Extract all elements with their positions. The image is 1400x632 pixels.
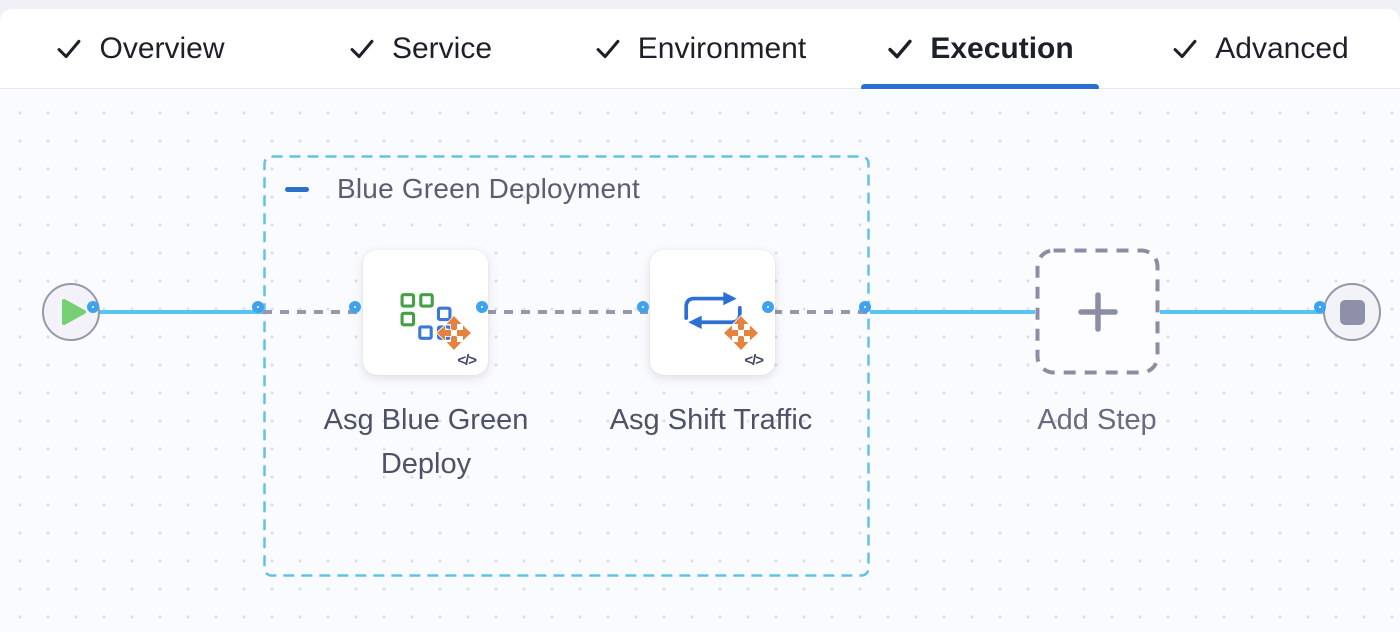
step-group-label: Blue Green Deployment [337, 173, 641, 204]
tab-label: Execution [930, 31, 1074, 65]
add-step-node[interactable] [1035, 248, 1160, 375]
stop-icon [1339, 299, 1365, 325]
step-node-asg-shift-traffic[interactable]: </> [650, 250, 775, 375]
step-label-asg-shift-traffic: Asg Shift Traffic [609, 404, 813, 436]
step-label-asg-blue-green-deploy: Asg Blue Green Deploy [323, 404, 529, 480]
check-icon [596, 39, 620, 58]
add-step-border [1035, 248, 1160, 375]
tab-service[interactable]: Service [280, 9, 560, 88]
code-badge: </> [457, 352, 477, 369]
connection-port[interactable] [349, 301, 361, 313]
connection-port[interactable] [476, 301, 488, 313]
execution-graph-canvas[interactable]: Blue Green Deployment [0, 89, 1400, 632]
play-icon [62, 299, 86, 325]
end-node [1323, 283, 1381, 341]
active-tab-underline [861, 84, 1099, 91]
edge-add-step-to-end [1160, 310, 1325, 314]
check-icon [58, 39, 81, 58]
edge-step2-to-group-exit [773, 310, 870, 314]
tab-label: Environment [637, 31, 807, 65]
connection-port[interactable] [762, 301, 774, 313]
connection-port[interactable] [87, 301, 99, 313]
connection-port[interactable] [859, 301, 871, 313]
edge-start-to-group [98, 310, 263, 314]
plus-icon [1077, 291, 1118, 332]
step-group-header: Blue Green Deployment [285, 173, 640, 205]
connection-port[interactable] [1314, 301, 1326, 313]
tab-execution[interactable]: Execution [840, 9, 1120, 91]
top-strip [0, 0, 1400, 9]
tab-overview[interactable]: Overview [0, 9, 280, 88]
check-icon [350, 39, 374, 58]
edge-group-to-step1 [263, 310, 360, 314]
move-arrows-icon [723, 315, 759, 351]
step-node-asg-blue-green-deploy[interactable]: </> [363, 250, 488, 375]
check-icon [1173, 39, 1197, 58]
tab-label: Service [391, 31, 493, 65]
tab-advanced[interactable]: Advanced [1120, 9, 1400, 88]
minus-icon [285, 186, 309, 192]
check-icon [888, 39, 912, 58]
tab-label: Advanced [1215, 31, 1349, 65]
connection-port[interactable] [252, 301, 264, 313]
code-badge: </> [744, 352, 764, 369]
collapse-group-button[interactable] [285, 174, 311, 204]
step-group-blue-green-deployment: Blue Green Deployment [263, 155, 870, 577]
stage-tab-bar: Overview Service Environment Execution [0, 9, 1400, 91]
edge-step1-to-step2 [487, 310, 648, 314]
move-arrows-icon [436, 315, 472, 351]
tab-environment[interactable]: Environment [560, 9, 840, 88]
tab-label: Overview [99, 31, 225, 65]
add-step-label: Add Step [1037, 404, 1157, 436]
start-node [42, 283, 100, 341]
edge-group-to-add-step [870, 310, 1035, 314]
step-group-border [263, 155, 870, 577]
connection-port[interactable] [637, 301, 649, 313]
